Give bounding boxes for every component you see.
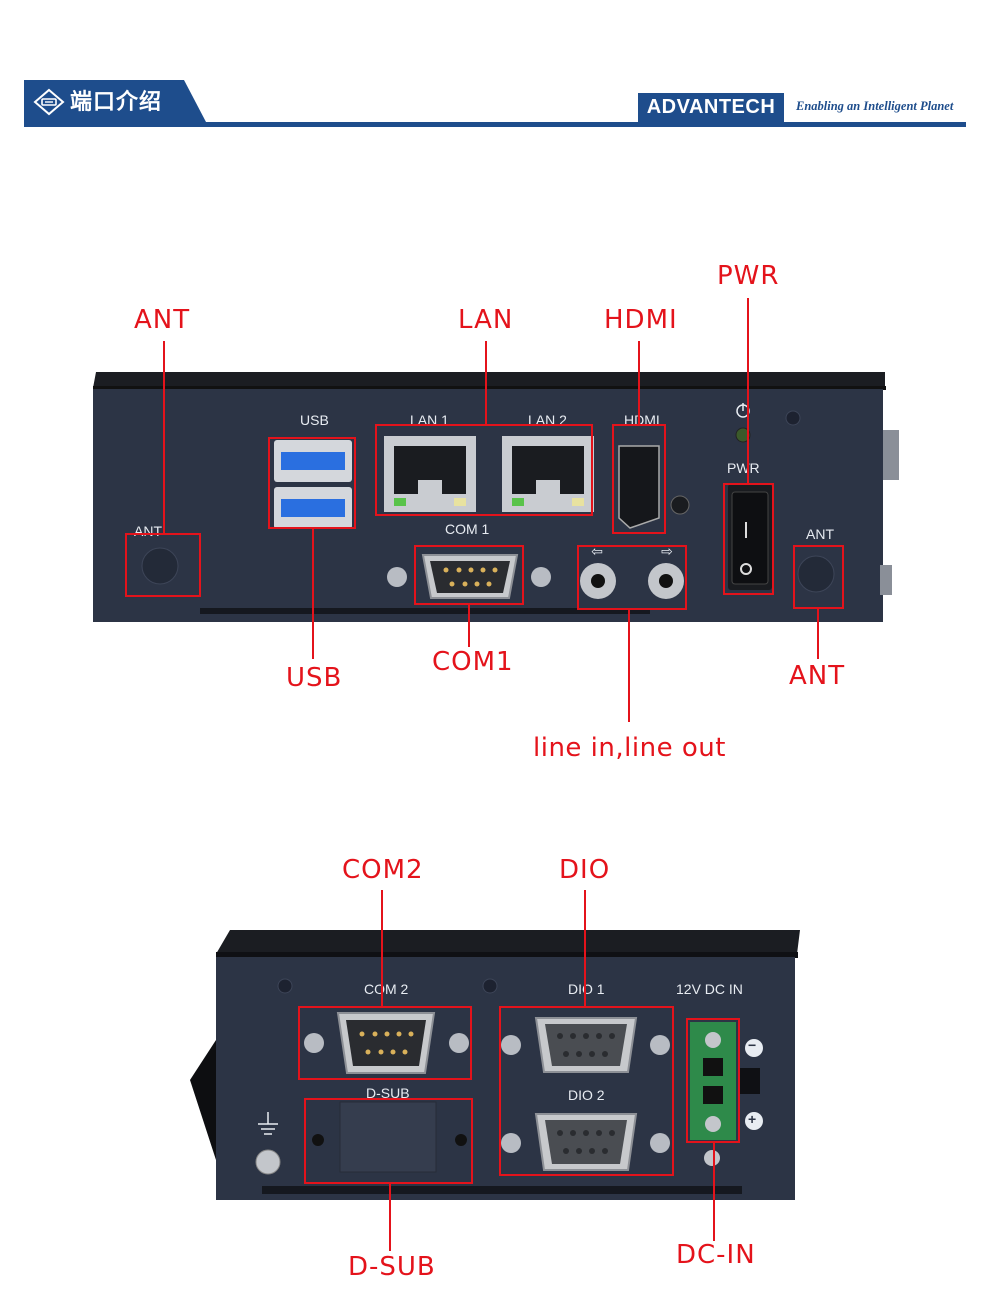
callout-lan: LAN (458, 305, 514, 335)
port-icon (33, 88, 65, 116)
advantech-logo: ADVANTECH (638, 93, 784, 122)
dsub-highlight (304, 1098, 473, 1184)
com1-silk-label: COM 1 (445, 521, 490, 537)
com1-leader (468, 605, 470, 647)
dcin-leader (713, 1143, 715, 1241)
minus-silk-label: − (748, 1037, 757, 1053)
usb-leader (312, 529, 314, 659)
callout-dsub: D-SUB (348, 1252, 436, 1282)
com2-highlight (298, 1006, 472, 1080)
com1-highlight (414, 545, 524, 605)
dsub-leader (389, 1184, 391, 1251)
hdmi-leader (638, 341, 640, 426)
plus-silk-label: + (748, 1111, 757, 1127)
callout-com2: COM2 (342, 855, 424, 885)
brand-tagline: Enabling an Intelligent Planet (796, 99, 954, 113)
lan-highlight (375, 424, 593, 516)
usb-silk-label: USB (300, 412, 329, 428)
callout-ant-top: ANT (134, 305, 191, 335)
dcin-silk-label: 12V DC IN (676, 981, 743, 997)
svg-text:⇨: ⇨ (661, 544, 673, 560)
callout-audio: line in,line out (533, 733, 726, 763)
callout-dio: DIO (559, 855, 611, 885)
callout-com1: COM1 (432, 647, 514, 677)
dio-leader (584, 890, 586, 1007)
callout-usb: USB (286, 663, 343, 693)
page-title: 端口介绍 (70, 90, 163, 115)
dio1-silk-label: DIO 1 (568, 981, 605, 997)
ant-right-silk-label: ANT (806, 526, 834, 542)
ant-right-highlight (793, 545, 844, 609)
svg-text:⇦: ⇦ (591, 544, 603, 560)
pwr-leader (747, 298, 749, 485)
dio-highlight (499, 1006, 674, 1176)
lan-leader (485, 341, 487, 426)
audio-leader (628, 610, 630, 722)
ant-bottom-leader (817, 609, 819, 659)
dsub-silk-label: D-SUB (366, 1085, 410, 1101)
callout-ant-bottom: ANT (789, 661, 846, 691)
callout-pwr: PWR (717, 261, 780, 291)
usb-highlight (268, 437, 356, 529)
header-rule (24, 122, 966, 127)
dcin-highlight (686, 1018, 740, 1143)
dio2-silk-label: DIO 2 (568, 1087, 605, 1103)
ant-left-silk-label: ANT (134, 523, 162, 539)
pwr-silk-label: PWR (727, 460, 760, 476)
com2-silk-label: COM 2 (364, 981, 409, 997)
callout-hdmi: HDMI (604, 305, 678, 335)
callout-dcin: DC-IN (676, 1240, 756, 1270)
com2-leader (381, 890, 383, 1007)
ant-top-leader (163, 341, 165, 535)
header-tab (24, 80, 206, 122)
audio-highlight (577, 545, 687, 610)
